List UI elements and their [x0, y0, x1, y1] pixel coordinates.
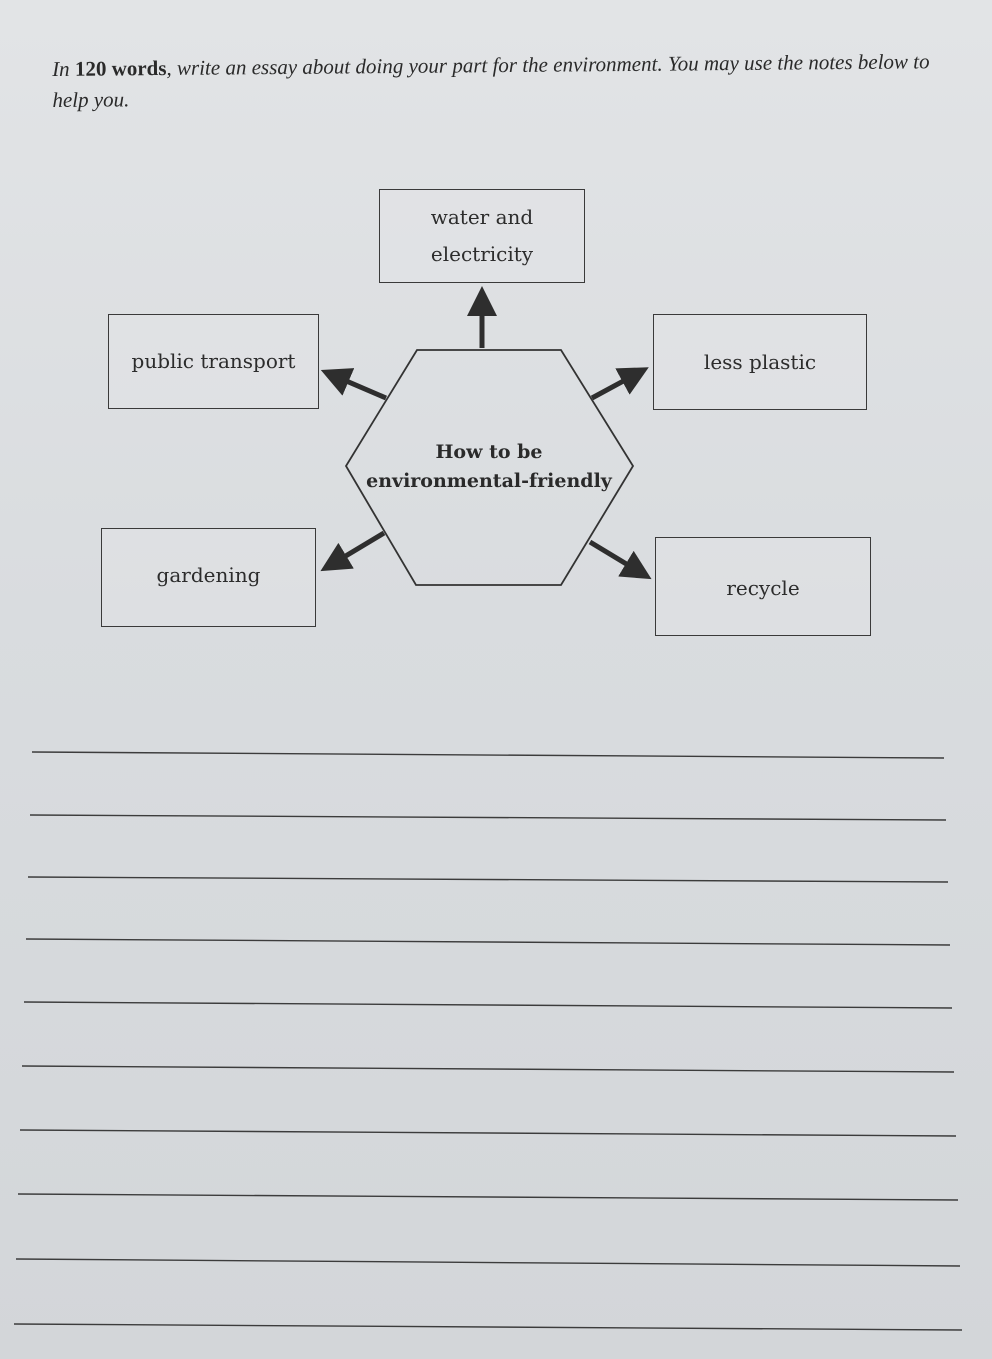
node-water-electricity: water and electricity [379, 189, 585, 283]
water-line1: water and [430, 205, 534, 229]
node-gardening: gardening [101, 528, 316, 627]
writing-line [15, 1258, 961, 1267]
center-hexagon [344, 349, 635, 586]
writing-line [23, 1001, 953, 1009]
writing-lines [13, 751, 963, 1331]
center-line2: environmental-friendly [366, 470, 612, 492]
writing-line [29, 814, 947, 821]
plastic-label: less plastic [703, 349, 817, 374]
center-line1: How to be [435, 441, 543, 463]
writing-line [31, 751, 945, 759]
arrow-to-gardening [320, 530, 386, 572]
writing-line [13, 1323, 963, 1331]
node-recycle: recycle [655, 537, 871, 636]
writing-line [21, 1065, 955, 1073]
writing-line [17, 1193, 959, 1201]
gardening-label: gardening [156, 563, 261, 587]
writing-line [25, 938, 951, 946]
transport-label: public transport [131, 349, 296, 373]
arrow-to-transport [320, 368, 387, 401]
arrow-to-plastic [590, 367, 649, 401]
writing-line [27, 876, 949, 883]
arrow-to-recycle [588, 539, 652, 580]
center-topic: How to be environmental-friendly [355, 438, 623, 496]
water-line2: electricity [430, 242, 534, 266]
writing-line [19, 1129, 957, 1137]
node-public-transport: public transport [108, 314, 319, 409]
node-less-plastic: less plastic [653, 314, 867, 410]
recycle-label: recycle [726, 576, 800, 600]
